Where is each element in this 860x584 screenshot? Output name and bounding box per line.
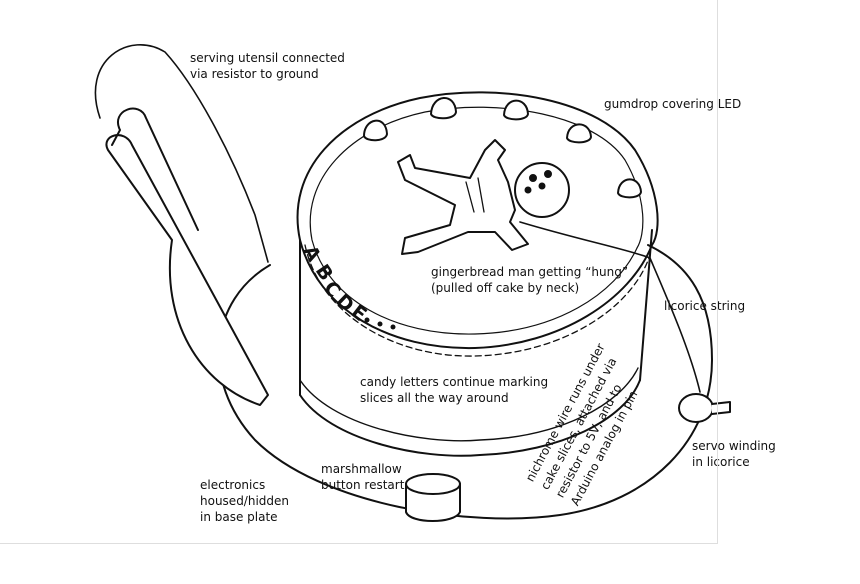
label-serving-utensil: serving utensil connected via resistor t… — [190, 51, 345, 81]
label-marshmallow: marshmallow button restart — [321, 462, 405, 492]
gumdrop — [430, 97, 457, 120]
label-servo: servo winding in licorice — [692, 439, 776, 469]
label-gingerbread: gingerbread man getting “hung” (pulled o… — [431, 265, 629, 295]
cake-top-inner — [309, 106, 644, 335]
gingerbread-eye — [529, 174, 537, 182]
serving-utensil — [105, 134, 269, 406]
gumdrop — [363, 119, 388, 142]
servo-shaft — [711, 401, 731, 415]
marshmallow-button — [405, 473, 461, 522]
cake-side-right — [639, 229, 653, 381]
licorice-string — [519, 221, 701, 393]
servo-body — [678, 393, 714, 423]
gumdrop — [503, 99, 529, 121]
gingerbread-icing — [465, 177, 485, 213]
gumdrop — [566, 123, 592, 144]
servo — [678, 393, 731, 423]
frame-edge-bottom — [0, 543, 718, 544]
frame-edge-right — [717, 0, 718, 543]
label-candy-letters: candy letters continue marking slices al… — [360, 375, 549, 405]
gumdrops — [363, 97, 642, 199]
cake-lower-border — [299, 367, 639, 442]
cake-bottom-rim — [299, 379, 641, 457]
label-electronics: electronics housed/hidden in base plate — [200, 478, 290, 524]
gingerbread-man — [397, 139, 570, 255]
cake-top — [296, 91, 659, 350]
serving-utensil-handle — [111, 107, 199, 231]
gingerbread-button — [524, 186, 532, 194]
utensil-wire — [94, 43, 269, 263]
gingerbread-body — [397, 139, 529, 255]
label-licorice: licorice string — [664, 299, 746, 313]
label-gumdrop: gumdrop covering LED — [604, 97, 742, 111]
gumdrop — [617, 178, 642, 199]
cake-top-frosting-border — [304, 244, 651, 357]
gingerbread-button — [538, 182, 546, 190]
gingerbread-eye — [544, 170, 552, 178]
gingerbread-head — [514, 162, 570, 218]
